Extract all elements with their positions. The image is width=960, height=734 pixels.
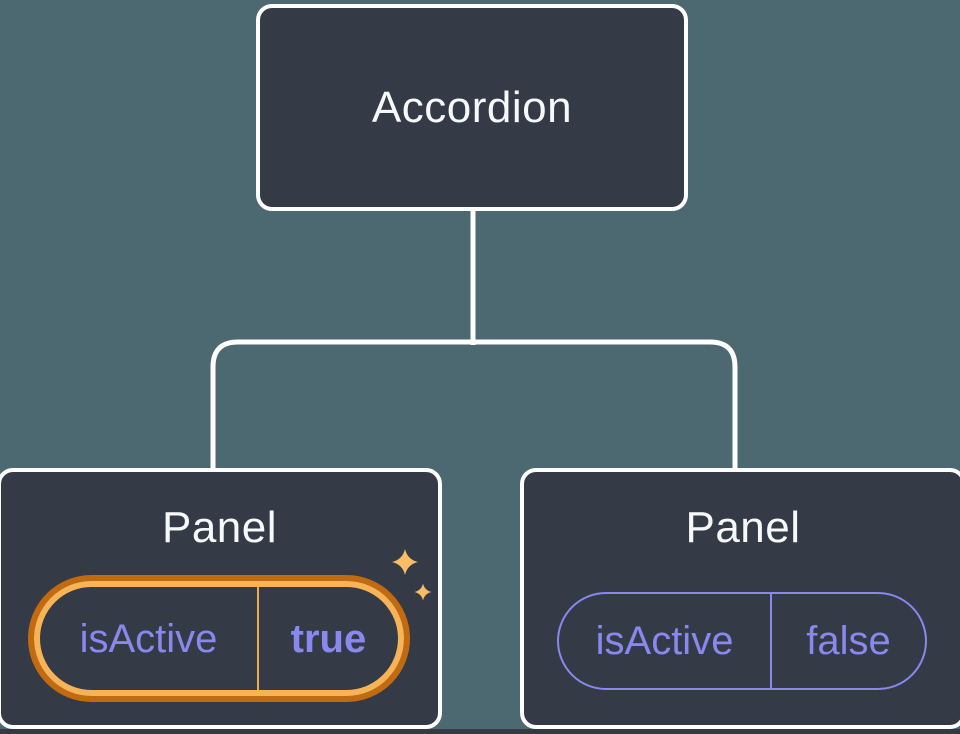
- state-pill-inactive: isActive false: [557, 592, 927, 690]
- state-value-label: false: [806, 619, 891, 663]
- panel-node-inactive: Panel isActive false: [520, 468, 960, 729]
- state-pill-active: isActive true: [28, 575, 410, 702]
- panel-node-title: Panel: [685, 503, 801, 552]
- sparkles-icon: [392, 549, 432, 601]
- state-name-label: isActive: [79, 616, 218, 661]
- bottom-edge-strip: [0, 729, 960, 734]
- panel-node-title: Panel: [161, 503, 278, 552]
- accordion-node: Accordion: [256, 4, 688, 211]
- pill-divider: [770, 594, 773, 688]
- pill-divider: [256, 587, 259, 690]
- state-name-label: isActive: [595, 619, 734, 663]
- state-pill-active-inner: isActive true: [34, 581, 404, 696]
- state-value-label: true: [290, 616, 367, 661]
- accordion-node-title: Accordion: [371, 82, 573, 132]
- panel-node-active: Panel isActive true: [0, 468, 442, 729]
